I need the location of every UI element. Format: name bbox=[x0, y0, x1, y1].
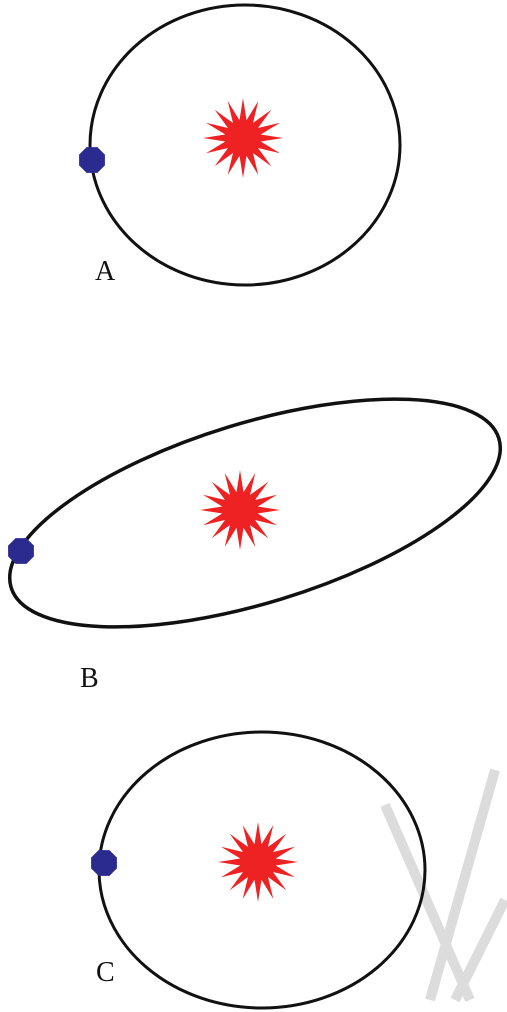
orbit-label-a: A bbox=[95, 256, 116, 287]
panel-c: C bbox=[91, 730, 427, 1010]
planet-icon bbox=[8, 538, 34, 564]
star-icon bbox=[218, 822, 298, 902]
orbit-label-b: B bbox=[80, 663, 99, 694]
orbit-label-c: C bbox=[96, 957, 115, 988]
star-icon bbox=[203, 98, 283, 178]
planet-icon bbox=[79, 147, 105, 173]
watermark bbox=[380, 768, 507, 1003]
star-icon bbox=[200, 470, 280, 550]
panel-a: A bbox=[79, 3, 402, 287]
panel-b: B bbox=[7, 397, 503, 694]
planet-icon bbox=[91, 850, 117, 876]
orbit-a bbox=[88, 3, 402, 287]
orbit-b bbox=[7, 397, 503, 629]
